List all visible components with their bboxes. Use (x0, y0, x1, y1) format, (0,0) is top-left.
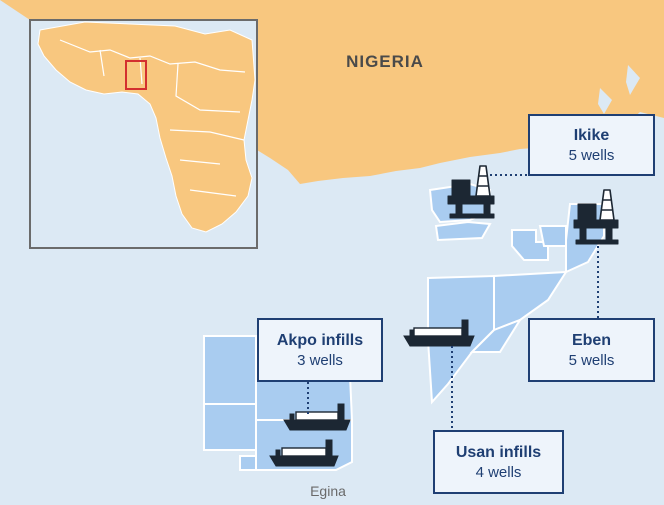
usan-callout: Usan infills 4 wells (433, 430, 564, 494)
nigeria-land (0, 0, 664, 184)
akpo-wells-count: 3 wells (297, 352, 343, 369)
nigeria-highlight-box (125, 60, 147, 90)
akpo-callout: Akpo infills 3 wells (257, 318, 383, 382)
africa-continent (37, 21, 256, 233)
inset-locator-map (29, 19, 258, 249)
eben-callout: Eben 5 wells (528, 318, 655, 382)
eben-field-name: Eben (571, 332, 612, 349)
eben-platform-icon (573, 189, 619, 245)
ikike-platform-icon (447, 165, 495, 219)
ikike-callout: Ikike 5 wells (528, 114, 655, 176)
usan-wells-count: 4 wells (475, 464, 522, 481)
usan-field-name: Usan infills (455, 444, 542, 461)
eben-wells-count: 5 wells (568, 352, 615, 369)
akpo-field-name: Akpo infills (276, 332, 364, 349)
coast-inlet (626, 65, 640, 95)
egina-label: Egina (310, 483, 346, 499)
ikike-wells-count: 5 wells (568, 147, 615, 164)
leader-lines (307, 174, 599, 432)
egina-fpso-icon (269, 439, 339, 467)
africa-borders (59, 39, 246, 197)
ikike-field-name: Ikike (573, 127, 610, 144)
coast-inlet (598, 88, 612, 114)
usan-fpso-icon (403, 319, 475, 347)
country-label: NIGERIA (346, 52, 424, 71)
akpo-fpso-icon (283, 403, 351, 431)
